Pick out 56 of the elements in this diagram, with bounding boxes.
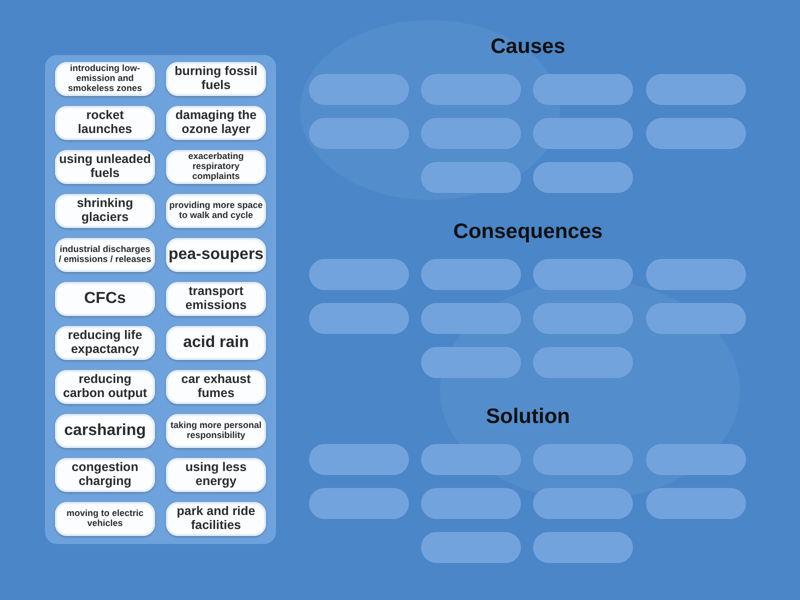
drop-slot: [421, 118, 521, 149]
drop-slot: [533, 259, 633, 290]
drop-slot: [533, 488, 633, 519]
answer-card: taking more personal responsibility: [166, 414, 266, 448]
answer-card: pea-soupers: [166, 238, 266, 272]
drop-slot: [646, 303, 746, 334]
drop-slot: [421, 162, 521, 193]
drop-slot: [421, 74, 521, 105]
drop-slot: [421, 532, 521, 563]
answer-card: carsharing: [55, 414, 155, 448]
drop-slot: [421, 347, 521, 378]
drop-slot: [533, 303, 633, 334]
drop-slot: [533, 118, 633, 149]
answer-card: reducing carbon output: [55, 370, 155, 404]
category-heading: Causes: [490, 35, 566, 59]
drop-slot: [309, 488, 409, 519]
answer-card: moving to electric vehicles: [55, 502, 155, 536]
answer-card: acid rain: [166, 326, 266, 360]
answer-card: transport emissions: [166, 282, 266, 316]
drop-slot: [309, 259, 409, 290]
drop-slot: [309, 118, 409, 149]
drop-slot: [646, 118, 746, 149]
answer-card: damaging the ozone layer: [166, 106, 266, 140]
answer-card: CFCs: [55, 282, 155, 316]
answer-card: industrial discharges / emissions / releases: [55, 238, 155, 272]
answer-card: reducing life expactancy: [55, 326, 155, 360]
answer-card: park and ride facilities: [166, 502, 266, 536]
drop-slot: [421, 488, 521, 519]
drop-slot: [646, 259, 746, 290]
answer-card: exacerbating respiratory complaints: [166, 150, 266, 184]
drop-slot: [533, 532, 633, 563]
answer-card: introducing low-emission and smokeless zones: [55, 62, 155, 96]
answer-card: shrinking glaciers: [55, 194, 155, 228]
drop-slot: [421, 444, 521, 475]
answer-card: congestion charging: [55, 458, 155, 492]
drop-slot: [533, 347, 633, 378]
drop-slot: [309, 74, 409, 105]
drop-slot: [421, 259, 521, 290]
answer-card: using unleaded fuels: [55, 150, 155, 184]
drop-slot: [309, 303, 409, 334]
category-heading: Consequences: [453, 220, 603, 244]
drop-slot: [309, 444, 409, 475]
answer-card: using less energy: [166, 458, 266, 492]
answer-card: providing more space to walk and cycle: [166, 194, 266, 228]
drop-slot: [533, 444, 633, 475]
drop-slot: [646, 488, 746, 519]
answer-card: rocket launches: [55, 106, 155, 140]
drop-slot: [646, 444, 746, 475]
card-tray: [45, 55, 276, 544]
drop-slot: [533, 162, 633, 193]
answer-card: burning fossil fuels: [166, 62, 266, 96]
drop-slot: [533, 74, 633, 105]
drop-slot: [646, 74, 746, 105]
category-heading: Solution: [486, 405, 570, 429]
answer-card: car exhaust fumes: [166, 370, 266, 404]
drop-slot: [421, 303, 521, 334]
